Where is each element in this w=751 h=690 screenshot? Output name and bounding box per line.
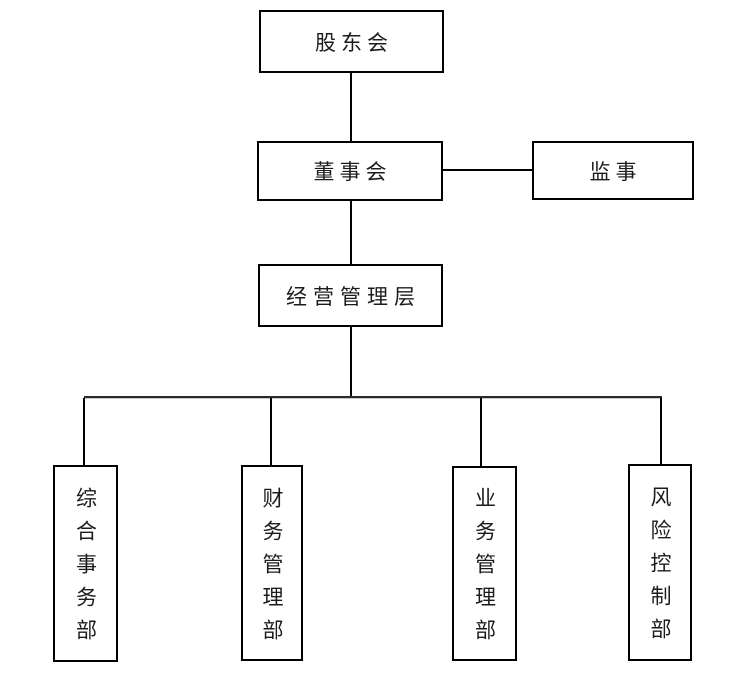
node-supervisor: 监事	[532, 141, 694, 200]
node-board: 董事会	[257, 141, 443, 201]
drop-line-dept-risk-control	[660, 398, 662, 464]
connector-board-management	[350, 201, 352, 264]
node-board-label: 董事会	[313, 160, 392, 184]
node-shareholders-label: 股东会	[315, 30, 393, 55]
node-dept-business: 业务管理部	[452, 466, 517, 661]
node-management: 经营管理层	[258, 264, 443, 327]
node-shareholders: 股东会	[259, 10, 444, 73]
connector-shareholders-board	[350, 73, 352, 141]
node-dept-business-label: 业务管理部	[472, 487, 497, 652]
drop-line-dept-finance	[270, 398, 272, 465]
node-dept-general-affairs: 综合事务部	[53, 465, 118, 662]
node-dept-finance: 财务管理部	[241, 465, 303, 661]
node-dept-finance-label: 财务管理部	[260, 486, 284, 652]
branch-line	[84, 396, 662, 398]
node-supervisor-label: 监事	[589, 159, 642, 184]
drop-line-dept-general-affairs	[83, 398, 85, 465]
node-dept-general-affairs-label: 综合事务部	[73, 487, 98, 652]
node-management-label: 经营管理层	[286, 284, 421, 309]
node-dept-risk-control: 风险控制部	[628, 464, 692, 661]
connector-board-supervisor	[443, 169, 532, 171]
drop-line-dept-business	[480, 398, 482, 466]
node-dept-risk-control-label: 风险控制部	[648, 486, 672, 651]
connector-management-branch	[350, 327, 352, 397]
